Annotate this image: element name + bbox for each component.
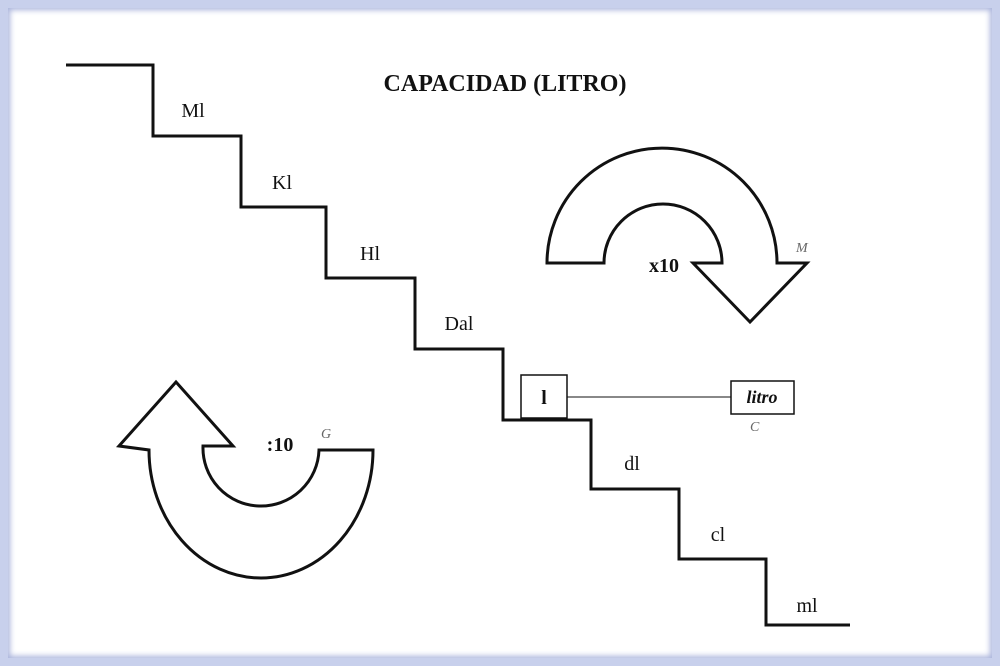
divide-mark: G [321, 427, 331, 442]
step-label-deciliter: dl [624, 453, 640, 475]
multiply-mark: M [795, 241, 809, 256]
base-mark: C [750, 420, 760, 435]
curved-arrow-down-icon [545, 146, 811, 325]
base-unit-label-box [730, 380, 795, 415]
step-label-kiloliter-mega: Ml [181, 100, 205, 122]
base-unit-box [520, 374, 568, 419]
staircase-line [66, 63, 850, 627]
base-unit-label: litro [746, 387, 777, 407]
multiply-label: x10 [649, 255, 679, 277]
base-unit-symbol: l [541, 387, 547, 409]
step-label-kiloliter: Kl [272, 172, 292, 194]
page-title: CAPACIDAD (LITRO) [384, 71, 627, 97]
curved-arrow-up-icon [115, 379, 375, 580]
step-label-milliliter: ml [796, 595, 818, 617]
step-label-hectoliter: Hl [360, 243, 380, 265]
divide-label: :10 [267, 434, 294, 456]
step-label-decaliter: Dal [445, 313, 474, 335]
step-label-centiliter: cl [711, 524, 726, 546]
